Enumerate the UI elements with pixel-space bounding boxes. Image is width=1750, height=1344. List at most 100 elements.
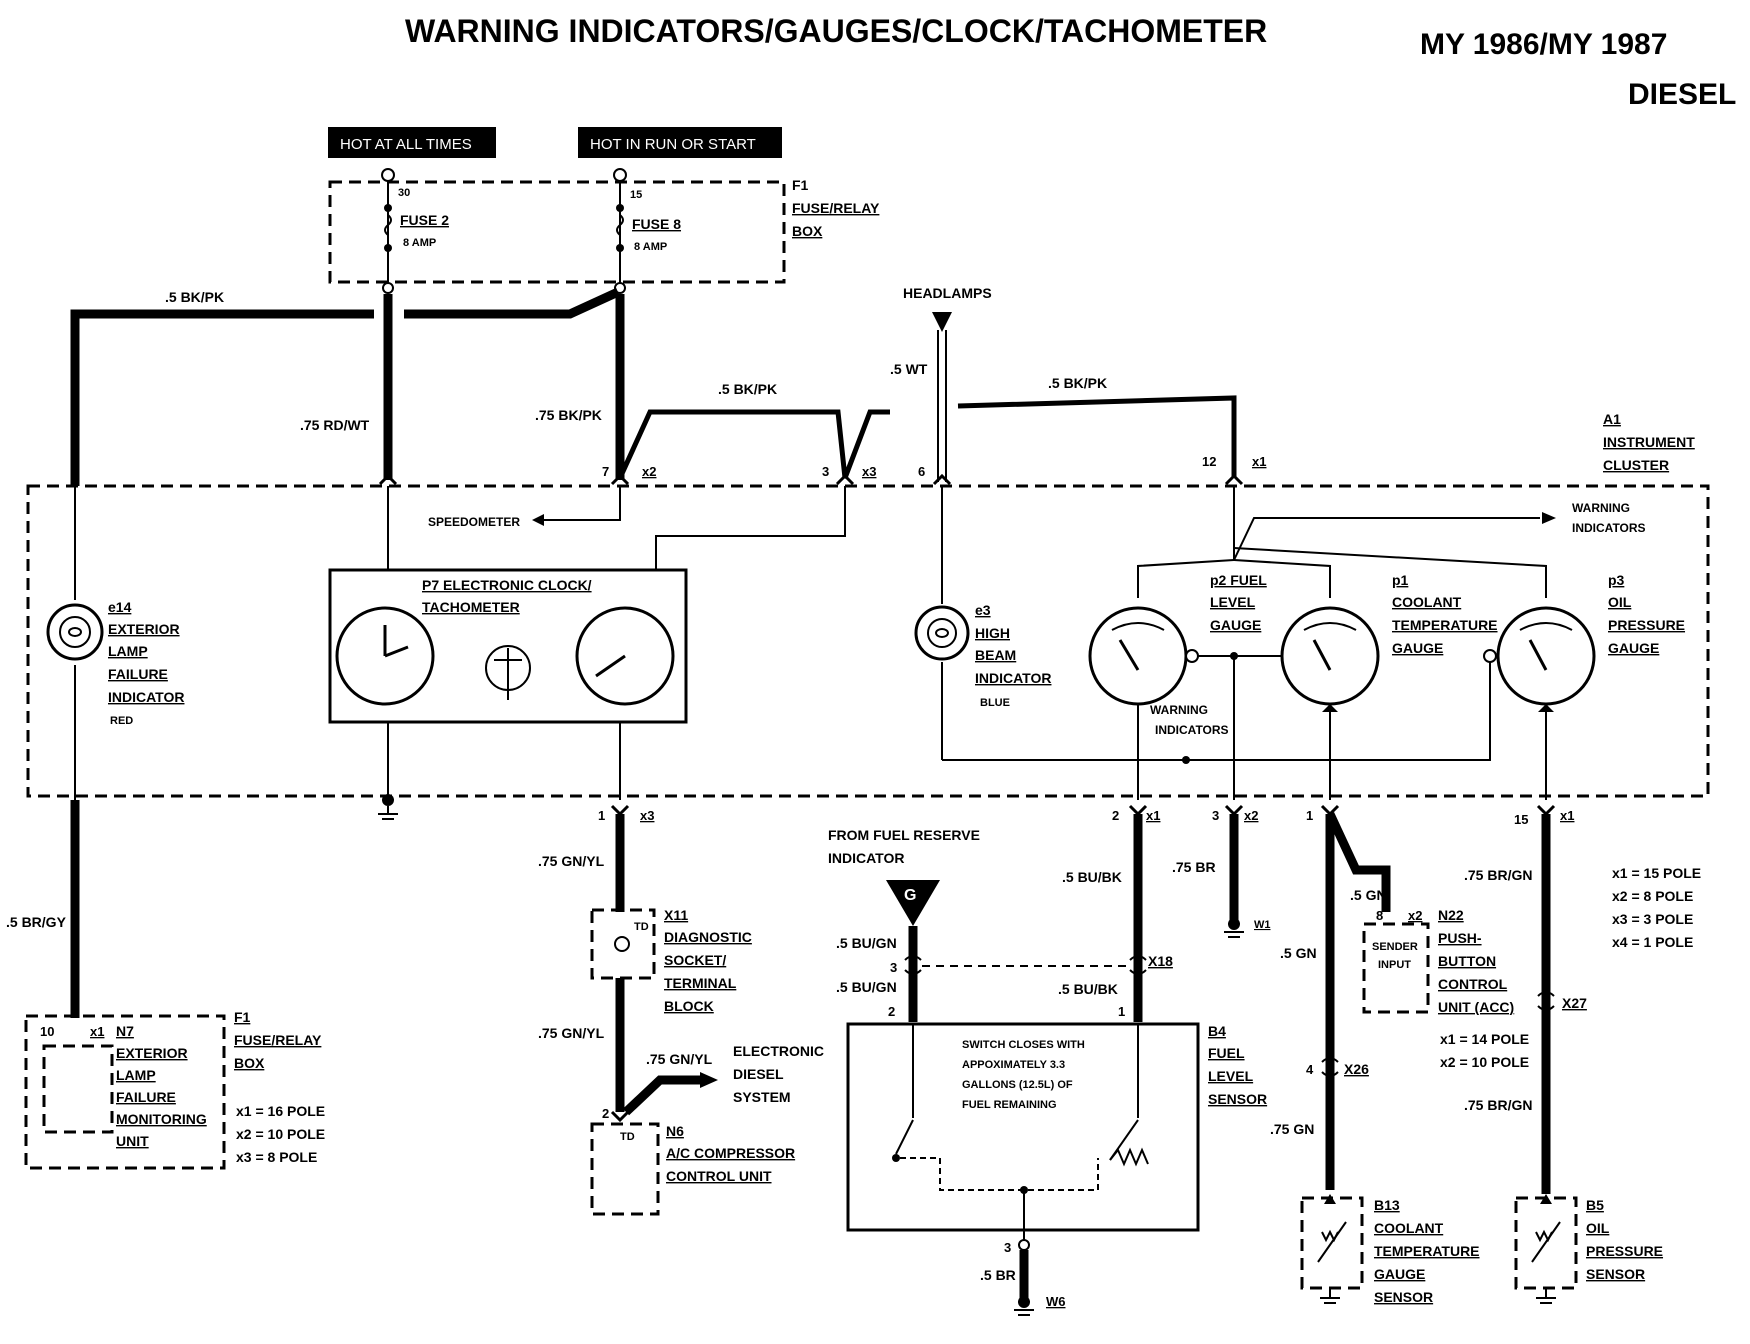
p3-label-1: OIL: [1608, 594, 1632, 610]
p3-label-2: PRESSURE: [1608, 617, 1685, 633]
wire-label-brgn-2: .75 BR/GN: [1464, 1097, 1532, 1113]
n7-f1-id: F1: [234, 1009, 251, 1025]
pin-10: 10: [40, 1024, 54, 1039]
pin-x3-bottom: x3: [640, 808, 654, 823]
pin-x2-top: x2: [642, 464, 656, 479]
e3-label-2: BEAM: [975, 647, 1016, 663]
b5-label-1: OIL: [1586, 1220, 1610, 1236]
p1-label-1: COOLANT: [1392, 594, 1462, 610]
n7-id: N7: [116, 1023, 134, 1039]
n6-ac-compressor-box: [590, 1122, 660, 1216]
g-label: G: [904, 887, 916, 904]
n7-legend-3: x3 = 8 POLE: [236, 1149, 317, 1165]
wire-label-gnyl-2: .75 GN/YL: [538, 1025, 605, 1041]
pin-12: 12: [1202, 454, 1216, 469]
warning-indicators-top-2: INDICATORS: [1572, 521, 1646, 535]
hot-always-label: HOT AT ALL TIMES: [340, 136, 472, 153]
n7-monitoring-unit-box: [24, 1014, 226, 1170]
legend-1: x1 = 15 POLE: [1612, 865, 1701, 881]
wire-label-br-2: .5 BR: [980, 1267, 1016, 1283]
n7-f1-label-2: BOX: [234, 1055, 265, 1071]
n7-label-3: FAILURE: [116, 1089, 176, 1105]
page-title: WARNING INDICATORS/GAUGES/CLOCK/TACHOMET…: [405, 13, 1267, 49]
n7-label-2: LAMP: [116, 1067, 156, 1083]
fuse-8-amp: 8 AMP: [634, 241, 667, 253]
wire-label-bkpk-75: .75 BK/PK: [535, 407, 602, 423]
pin-3-x2: 3: [1212, 808, 1219, 823]
n7-label-5: UNIT: [116, 1133, 149, 1149]
sender-input-2: INPUT: [1378, 959, 1411, 971]
e14-lamp-icon: [46, 603, 104, 661]
hot-always-box: [328, 127, 496, 158]
n7-label-1: EXTERIOR: [116, 1045, 188, 1061]
wire-gnyl-3: [622, 1075, 704, 1116]
wire-label-bubk-2: .5 BU/BK: [1058, 981, 1118, 997]
cluster-label-1: INSTRUMENT: [1603, 434, 1695, 450]
x11-label-3: TERMINAL: [664, 975, 737, 991]
sender-input-1: SENDER: [1372, 941, 1418, 953]
x18-label: X18: [1148, 953, 1173, 969]
e14-label-2: LAMP: [108, 643, 148, 659]
fuse-8-name: FUSE 8: [632, 216, 681, 232]
switch-note-3: GALLONS (12.5L) OF: [962, 1079, 1073, 1091]
wire-bkpk-right: [957, 395, 1237, 478]
wire-label-bkpk-mid: .5 BK/PK: [718, 381, 777, 397]
n7-legend-2: x2 = 10 POLE: [236, 1126, 325, 1142]
wire-label-bkpk-right: .5 BK/PK: [1048, 375, 1107, 391]
e3-label-3: INDICATOR: [975, 670, 1051, 686]
hot-run-label: HOT IN RUN OR START: [590, 136, 756, 153]
wire-label-gn-3: .75 GN: [1270, 1121, 1314, 1137]
b13-label-3: GAUGE: [1374, 1266, 1425, 1282]
wire-label-gn-2: .5 GN: [1280, 945, 1317, 961]
headlamps-label: HEADLAMPS: [903, 285, 992, 301]
pin-2-n6: 2: [602, 1106, 609, 1121]
wire-bkpk-top-left: [70, 309, 374, 486]
hot-run-box: [578, 127, 782, 158]
p1-id: p1: [1392, 572, 1409, 588]
pin-x1-p3: x1: [1560, 808, 1574, 823]
n6-id: N6: [666, 1123, 684, 1139]
fuse-relay-box-top: [328, 180, 786, 284]
wire-bkpk-mid: [617, 409, 890, 480]
eds-label-3: SYSTEM: [733, 1089, 791, 1105]
n22-label-3: CONTROL: [1438, 976, 1508, 992]
pin-x2-n22: x2: [1408, 908, 1422, 923]
eds-label-1: ELECTRONIC: [733, 1043, 824, 1059]
f1-label-2: BOX: [792, 223, 823, 239]
e3-label-1: HIGH: [975, 625, 1010, 641]
n6-td: TD: [620, 1131, 635, 1143]
n22-legend-1: x1 = 14 POLE: [1440, 1031, 1529, 1047]
n22-label-1: PUSH-: [1438, 930, 1482, 946]
f1-label-1: FUSE/RELAY: [792, 200, 880, 216]
wire-label-gnyl-3: .75 GN/YL: [646, 1051, 713, 1067]
model-years: MY 1986/MY 1987: [1420, 28, 1667, 61]
pin-7: 7: [602, 464, 609, 479]
p1-label-3: GAUGE: [1392, 640, 1443, 656]
b13-label-2: TEMPERATURE: [1374, 1243, 1480, 1259]
switch-note-1: SWITCH CLOSES WITH: [962, 1039, 1085, 1051]
x11-label-2: SOCKET/: [664, 952, 726, 968]
pin-1-f: 1: [1118, 1004, 1125, 1019]
legend-2: x2 = 8 POLE: [1612, 888, 1693, 904]
pin-3-top: 3: [822, 464, 829, 479]
b13-id: B13: [1374, 1197, 1400, 1213]
wire-label-rdwt: .75 RD/WT: [300, 417, 370, 433]
terminal-30: [381, 168, 395, 182]
e14-label-1: EXTERIOR: [108, 621, 180, 637]
wire-label-bugn-2: .5 BU/GN: [836, 979, 897, 995]
wire-label-wt: .5 WT: [890, 361, 928, 377]
n7-legend-1: x1 = 16 POLE: [236, 1103, 325, 1119]
fuse-2-name: FUSE 2: [400, 212, 449, 228]
speedometer-label: SPEEDOMETER: [428, 515, 520, 529]
e3-id: e3: [975, 602, 991, 618]
p3-id: p3: [1608, 572, 1625, 588]
pin-4: 4: [1306, 1062, 1314, 1077]
n22-label-4: UNIT (ACC): [1438, 999, 1514, 1015]
b13-label-4: SENSOR: [1374, 1289, 1433, 1305]
b4-label-2: LEVEL: [1208, 1068, 1254, 1084]
e3-lamp-icon: [914, 605, 970, 661]
warning-indicators-top-1: WARNING: [1572, 501, 1630, 515]
fuse-8-symbol: [616, 214, 624, 236]
fuel-reserve-label-1: FROM FUEL RESERVE: [828, 827, 980, 843]
